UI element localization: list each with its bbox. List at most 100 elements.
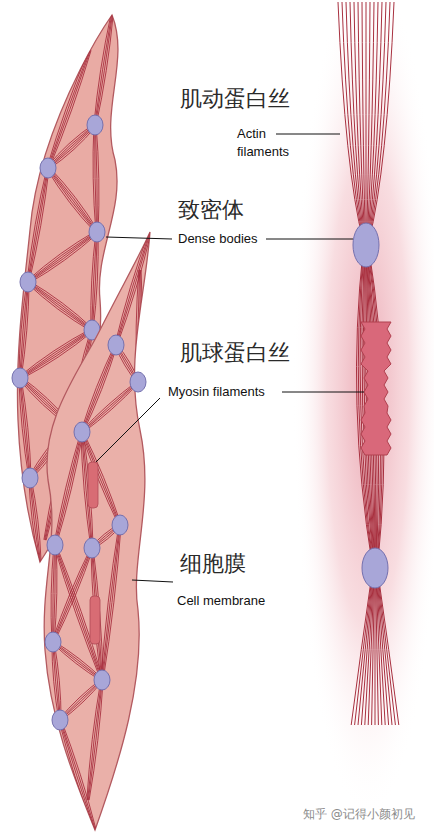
dense-body — [12, 368, 28, 388]
actin-filament — [82, 345, 116, 432]
actin-filament — [102, 525, 120, 680]
dense-body — [130, 372, 146, 392]
actin-filament — [372, 572, 375, 725]
actin-filament — [91, 232, 96, 330]
actin-filament — [101, 525, 119, 680]
actin-filament — [60, 720, 95, 830]
actin-filament — [377, 572, 392, 725]
dense-body — [22, 468, 38, 488]
actin-filament — [365, 572, 374, 725]
actin-filament — [61, 720, 96, 830]
actin-filament — [139, 270, 142, 382]
dense-body — [40, 158, 56, 178]
actin-filament — [28, 168, 48, 282]
actin-filament — [82, 382, 138, 432]
dense-body — [353, 223, 379, 267]
actin-filament — [48, 168, 97, 232]
part-label: Myosin filaments — [168, 383, 265, 401]
actin-filament — [88, 680, 102, 800]
part-label: Actin filaments — [237, 125, 299, 160]
actin-filament — [19, 378, 29, 478]
actin-filament — [366, 2, 370, 241]
actin-filament — [28, 282, 92, 330]
actin-filament — [83, 345, 117, 432]
dense-body — [108, 335, 124, 355]
actin-filament — [81, 345, 115, 432]
leader-lines — [96, 134, 364, 582]
actin-filament — [55, 545, 102, 680]
actin-filament — [362, 2, 366, 241]
actin-filament — [49, 167, 98, 231]
actin-filament — [49, 126, 96, 169]
actin-filament — [20, 282, 28, 378]
actin-filament — [103, 525, 121, 680]
myosin-filament — [88, 462, 98, 508]
actin-filament — [30, 478, 40, 562]
actin-filament — [354, 2, 365, 241]
actin-filament — [346, 2, 364, 241]
actin-filament — [89, 680, 103, 800]
dense-body — [112, 515, 128, 535]
actin-filament — [355, 572, 373, 725]
actin-filament — [54, 432, 81, 545]
actin-filament — [27, 168, 47, 282]
myosin-filament — [90, 596, 100, 644]
dense-body — [87, 115, 103, 135]
actin-filament — [52, 643, 101, 681]
actin-filament — [51, 545, 54, 642]
actin-filament — [116, 232, 150, 345]
actin-filament — [28, 283, 92, 331]
actin-filament — [115, 232, 149, 345]
actin-filament — [47, 169, 96, 233]
actin-filament — [29, 478, 39, 562]
actin-filament — [53, 545, 55, 642]
part-label: 致密体 — [178, 197, 244, 223]
dense-body — [89, 222, 105, 242]
actin-filament — [116, 232, 150, 345]
actin-filament — [96, 15, 113, 125]
actin-filament — [52, 642, 59, 720]
actin-filament — [47, 124, 94, 167]
part-label: Dense bodies — [178, 230, 258, 248]
cell-body — [44, 232, 150, 830]
part-label: 肌球蛋白丝 — [180, 340, 290, 366]
actin-filament — [29, 168, 49, 282]
dense-body — [74, 422, 90, 442]
actin-filament — [83, 383, 139, 433]
actin-filament — [93, 125, 96, 232]
actin-filament — [19, 282, 27, 378]
part-label: 肌动蛋白丝 — [180, 86, 290, 112]
actin-filament — [47, 168, 96, 232]
actin-filament — [378, 572, 399, 725]
actin-filament — [28, 281, 92, 329]
actin-filament — [48, 125, 95, 168]
actin-filament — [95, 15, 112, 125]
dense-bodies — [45, 335, 146, 730]
actin-filament — [366, 2, 367, 241]
actin-filament — [138, 270, 140, 382]
dense-body — [20, 272, 36, 292]
actin-filament — [117, 232, 151, 345]
actin-filament — [31, 478, 41, 562]
dense-body — [45, 632, 61, 652]
actin-filament — [20, 378, 30, 478]
actin-filament — [49, 168, 98, 232]
actin-filament — [56, 432, 83, 545]
actin-filaments — [51, 232, 151, 831]
actin-filament — [53, 642, 60, 720]
actin-filament — [29, 281, 93, 329]
actin-filament — [53, 642, 102, 680]
dense-body — [94, 670, 110, 690]
actin-filament — [54, 641, 103, 679]
filament-unit — [338, 2, 399, 725]
actin-filament — [368, 572, 374, 725]
actin-filament — [29, 233, 98, 283]
actin-filament — [55, 432, 82, 545]
actin-filament — [95, 125, 97, 232]
dense-body — [47, 535, 63, 555]
actin-filament — [94, 15, 111, 125]
actin-filament — [102, 525, 120, 680]
dense-body — [52, 710, 68, 730]
